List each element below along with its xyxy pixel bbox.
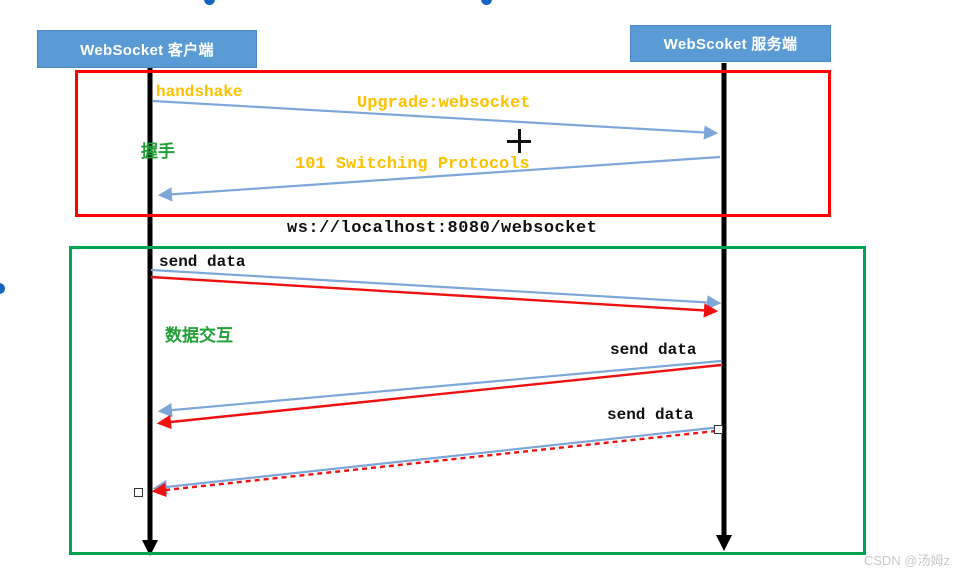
server-actor-label: WebScoket 服务端 [663,36,798,53]
server-actor-box: WebScoket 服务端 [630,25,831,62]
data-exchange-frame [69,246,866,555]
handshake-response-arrow [157,155,721,202]
handshake-step-label: handshake [156,83,243,101]
data-exchange-section-label: 数据交互 [165,326,233,345]
selection-handle-right[interactable] [714,425,723,434]
server-lifeline-arrowhead [716,535,732,551]
handshake-request-arrow [152,99,719,140]
client-lifeline-arrowhead [142,540,158,556]
crosshair-vertical-bar [517,129,521,153]
server-send-label-2: send data [607,406,694,424]
server-send-arrow2-red-dashed [151,429,717,498]
edge-dot-left [0,283,5,294]
client-actor-box: WebSocket 客户端 [37,30,257,68]
handshake-request-label: Upgrade:websocket [357,94,531,113]
client-actor-label: WebSocket 客户端 [80,41,214,59]
server-send-arrow1-red [156,363,722,430]
client-send-label: send data [159,253,246,271]
edge-dot-top-1 [204,0,215,5]
edge-dot-top-2 [481,0,492,5]
handshake-section-label: 握手 [141,142,175,161]
selection-handle-left[interactable] [134,488,143,497]
handshake-frame [75,70,831,217]
server-send-arrow1-blue [157,359,722,418]
crosshair-cursor-icon [507,129,531,153]
client-send-arrow-blue [150,268,722,310]
endpoint-url: ws://localhost:8080/websocket [287,219,598,238]
server-send-arrow2-blue [152,425,722,495]
server-send-label-1: send data [610,341,697,359]
handshake-response-label: 101 Switching Protocols [295,155,530,174]
client-send-arrow-red [150,275,719,318]
watermark: CSDN @汤姆z [863,553,950,568]
